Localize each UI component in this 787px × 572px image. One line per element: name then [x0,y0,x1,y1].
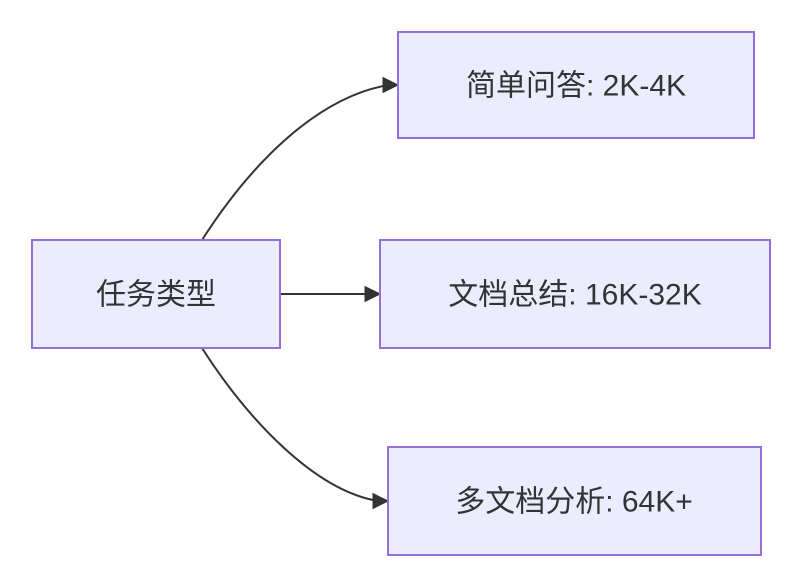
node-simple-qa-label: 简单问答: 2K-4K [466,70,686,103]
node-layer: 任务类型 简单问答: 2K-4K 文档总结: 16K-32K 多文档分析: 64… [31,31,771,556]
edge-layer [201,76,400,510]
node-doc-summary-box [379,239,771,349]
node-simple-qa: 简单问答: 2K-4K [397,31,755,139]
node-doc-summary: 文档总结: 16K-32K [379,239,771,349]
node-task-type-label: 任务类型 [96,279,216,312]
arrowhead-icon [382,76,400,94]
node-multi-doc-analysis-box [387,446,762,556]
node-doc-summary-label: 文档总结: 16K-32K [448,279,701,312]
node-simple-qa-box [397,31,755,139]
node-multi-doc-analysis-label: 多文档分析: 64K+ [455,486,693,519]
node-task-type: 任务类型 [31,239,281,349]
edge-task-type-to-simple-qa [201,85,384,241]
arrowhead-icon [372,492,390,510]
node-multi-doc-analysis: 多文档分析: 64K+ [387,446,762,556]
edge-task-type-to-multi-doc-analysis [201,347,374,501]
arrowhead-icon [364,285,382,303]
node-task-type-box [31,239,281,349]
